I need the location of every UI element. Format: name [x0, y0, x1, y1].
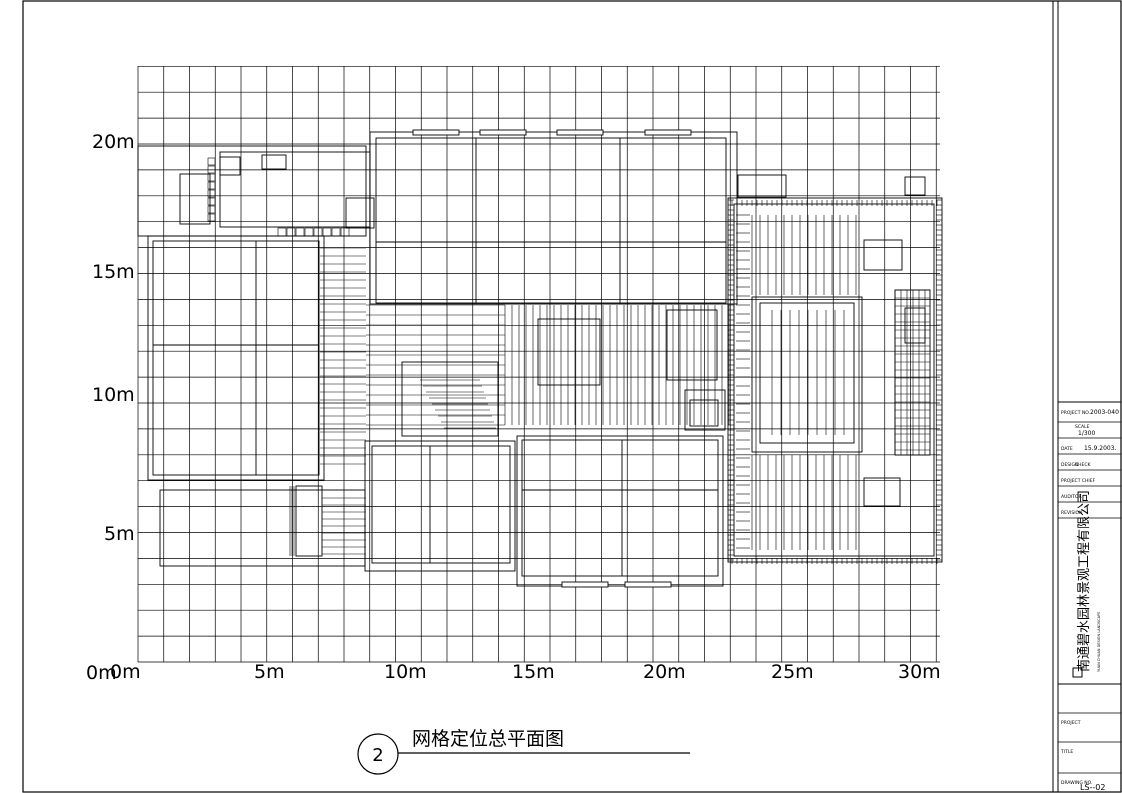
water-strip — [556, 129, 604, 136]
y-label-5: 5m — [104, 523, 135, 545]
plan-block — [521, 439, 719, 577]
planter-box — [286, 227, 296, 237]
drawing-no-label: DRAWING NO. — [1061, 780, 1092, 786]
plan-block — [516, 435, 724, 587]
plan-block — [863, 239, 903, 271]
plan-block — [684, 389, 726, 431]
scale-value: 1/300 — [1078, 430, 1095, 437]
project-no-label: PROJECT NO. — [1061, 410, 1090, 416]
project-chief-label: PROJECT CHIEF — [1061, 478, 1096, 484]
planter-box — [207, 205, 216, 214]
x-label-15: 15m — [512, 661, 555, 683]
x-label-30: 30m — [898, 661, 941, 683]
title-block: PROJECT NO. 2003-040 SCALE 1/300 DATE 15… — [1058, 401, 1121, 792]
plan-block — [375, 137, 727, 304]
planter-box — [207, 189, 216, 198]
drawing-no-value: LS--02 — [1080, 783, 1106, 792]
revision-label: REVISION — [1061, 510, 1082, 516]
water-strip — [561, 581, 609, 588]
planter-box — [207, 173, 216, 182]
plan-block — [345, 197, 375, 229]
plan-block — [295, 485, 323, 557]
y-label-20: 20m — [92, 131, 135, 153]
planter-box — [277, 227, 287, 237]
sheet-border — [22, 0, 1122, 793]
drawing-title: 2 网格定位总平面图 — [357, 728, 690, 775]
plan-elements — [137, 129, 943, 588]
x-axis-labels: 0m 5m 10m 15m 20m 25m 30m — [110, 661, 941, 683]
plan-block — [159, 489, 366, 567]
plan-block — [364, 440, 516, 572]
plan-block — [219, 156, 241, 176]
company-english: YUAN CHUAN DESIGN LANDSCAPE — [1097, 612, 1101, 672]
grid-lines — [137, 65, 940, 663]
planter-box — [304, 227, 314, 237]
plan-block — [152, 240, 320, 476]
project-label: PROJECT — [1061, 720, 1081, 726]
design-label: DESIGN — [1061, 462, 1078, 468]
scale-label: SCALE — [1075, 424, 1090, 430]
plan-block — [401, 361, 499, 437]
site-plan — [137, 65, 943, 663]
water-strip — [479, 129, 527, 136]
title-label: TITLE — [1060, 749, 1073, 755]
plan-block — [904, 176, 926, 196]
plan-block — [179, 173, 211, 225]
x-label-5: 5m — [254, 661, 285, 683]
water-strip — [624, 581, 672, 588]
x-label-25: 25m — [771, 661, 814, 683]
y-label-10: 10m — [92, 384, 135, 406]
plan-block — [666, 309, 718, 381]
drawing-title-text: 网格定位总平面图 — [412, 728, 564, 750]
plan-block — [261, 154, 287, 170]
y-label-0: 0m — [86, 662, 117, 684]
plan-block — [537, 318, 601, 386]
plan-block — [137, 145, 367, 237]
planter-box — [207, 165, 216, 174]
plan-block — [751, 296, 863, 453]
water-strip — [644, 129, 692, 136]
x-label-20: 20m — [643, 661, 686, 683]
date-label: DATE — [1061, 446, 1073, 452]
date-value: 15.9.2003. — [1084, 445, 1117, 452]
project-no-value: 2003-040 — [1090, 409, 1119, 416]
plan-block — [219, 151, 371, 228]
planter-box — [340, 227, 350, 237]
planter-box — [322, 227, 332, 237]
planter-box — [295, 227, 305, 237]
auditor-label: AUDITOR — [1061, 494, 1082, 500]
paving-hatch — [207, 157, 942, 564]
y-axis-labels: 0m 5m 10m 15m 20m — [86, 131, 135, 684]
x-label-0: 0m — [110, 661, 141, 683]
y-label-15: 15m — [92, 261, 135, 283]
callout-circle — [357, 733, 399, 775]
plan-block — [733, 203, 935, 557]
water-strip — [412, 129, 460, 136]
plan-block — [369, 131, 738, 305]
check-label: CHECK — [1075, 462, 1092, 468]
company-logo-icon — [1072, 667, 1083, 678]
planter-box — [207, 213, 216, 222]
plan-block — [737, 174, 787, 198]
planter-box — [313, 227, 323, 237]
plan-block — [759, 302, 855, 444]
plan-block — [689, 399, 719, 427]
company-name: 南通碧水园林景观工程有限公司 — [1076, 490, 1092, 672]
plan-block — [863, 477, 901, 507]
plan-block — [371, 445, 511, 564]
planter-box — [207, 157, 216, 166]
x-label-10: 10m — [384, 661, 427, 683]
planter-box — [331, 227, 341, 237]
plan-block — [147, 235, 325, 481]
planter-box — [207, 197, 216, 206]
callout-number: 2 — [372, 745, 383, 766]
planter-box — [207, 181, 216, 190]
